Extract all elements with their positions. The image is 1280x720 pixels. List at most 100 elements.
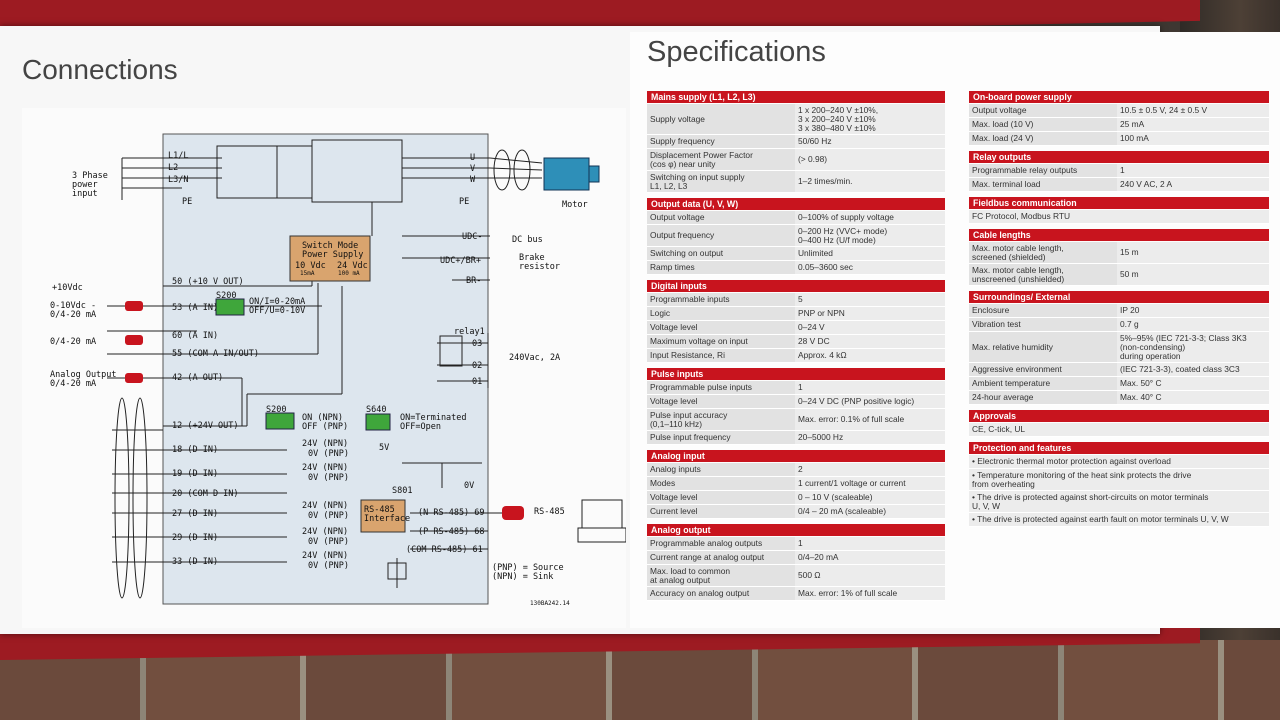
spec-key: Pulse input accuracy (0,1–110 kHz) <box>647 409 795 431</box>
spec-key: Programmable relay outputs <box>969 164 1117 178</box>
l1-label: L1/L <box>168 151 188 161</box>
spec-row: Displacement Power Factor (cos φ) near u… <box>647 149 945 171</box>
spec-value: • The drive is protected against earth f… <box>969 513 1269 527</box>
spec-key: Max. motor cable length, screened (shiel… <box>969 242 1117 264</box>
spec-row: • The drive is protected against short-c… <box>969 491 1269 513</box>
br-minus-label: BR- <box>466 276 481 286</box>
spec-section-title: Output data (U, V, W) <box>647 198 945 210</box>
smps-15ma: 15mA <box>300 270 315 277</box>
spec-key: Ambient temperature <box>969 377 1117 391</box>
udc-plus-label: UDC+/BR+ <box>440 256 481 266</box>
v-label: V <box>470 164 475 174</box>
pnp-29: 0V (PNP) <box>308 537 349 547</box>
spec-value: 50/60 Hz <box>795 135 945 149</box>
spec-value: PNP or NPN <box>795 307 945 321</box>
code-label: 130BA242.14 <box>530 600 570 607</box>
spec-value: 1 <box>795 381 945 395</box>
spec-value: 100 mA <box>1117 132 1269 146</box>
u-label: U <box>470 153 475 163</box>
spec-value: 0–100% of supply voltage <box>795 211 945 225</box>
spec-key: Output voltage <box>969 104 1117 118</box>
spec-section-title: Relay outputs <box>969 151 1269 163</box>
spec-value: 240 V AC, 2 A <box>1117 178 1269 192</box>
spec-value: 0–24 V <box>795 321 945 335</box>
spec-row: Aggressive environment(IEC 721-3-3), coa… <box>969 363 1269 377</box>
spec-value: 2 <box>795 463 945 477</box>
in54-label: 0/4-20 mA <box>50 337 96 347</box>
spec-value: 0–200 Hz (VVC+ mode) 0–400 Hz (U/f mode) <box>795 225 945 247</box>
t69-label: (N RS-485) 69 <box>418 508 485 518</box>
spec-key: Max. motor cable length, unscreened (uns… <box>969 264 1117 286</box>
spec-key: Enclosure <box>969 304 1117 318</box>
spec-section-title: Protection and features <box>969 442 1269 454</box>
spec-section-title: Cable lengths <box>969 229 1269 241</box>
t68-label: (P RS-485) 68 <box>418 527 485 537</box>
spec-value: Approx. 4 kΩ <box>795 349 945 363</box>
t55-label: 55 (COM A IN/OUT) <box>172 349 259 359</box>
t61-label: (COM RS-485) 61 <box>406 545 483 555</box>
w-label: W <box>470 175 476 185</box>
spec-key: Displacement Power Factor (cos φ) near u… <box>647 149 795 171</box>
spec-value: 0/4–20 mA <box>795 551 945 565</box>
relay-01: 01 <box>472 377 482 387</box>
spec-key: Supply frequency <box>647 135 795 149</box>
spec-key: Current level <box>647 505 795 519</box>
spec-key: Voltage level <box>647 491 795 505</box>
spec-section-title: Analog input <box>647 450 945 462</box>
spec-key: Voltage level <box>647 395 795 409</box>
spec-section-title: Mains supply (L1, L2, L3) <box>647 91 945 103</box>
spec-value: 28 V DC <box>795 335 945 349</box>
spec-value: 0 – 10 V (scaleable) <box>795 491 945 505</box>
spec-key: Pulse input frequency <box>647 431 795 445</box>
spec-value: 0.7 g <box>1117 318 1269 332</box>
spec-key: Aggressive environment <box>969 363 1117 377</box>
spec-section-title: Analog output <box>647 524 945 536</box>
spec-key: Programmable inputs <box>647 293 795 307</box>
t20-label: 20 (COM D IN) <box>172 489 239 499</box>
spec-key: Analog inputs <box>647 463 795 477</box>
spec-value: 0/4 – 20 mA (scaleable) <box>795 505 945 519</box>
spec-value: Max. error: 1% of full scale <box>795 587 945 601</box>
vac-label: 240Vac, 2A <box>509 353 560 363</box>
udc-minus-label: UDC- <box>462 232 482 242</box>
spec-value: 5 <box>795 293 945 307</box>
pe-right-label: PE <box>459 197 469 207</box>
spec-key: Logic <box>647 307 795 321</box>
specifications-title: Specifications <box>647 36 826 68</box>
source-sink-label: (PNP) = Source(NPN) = Sink <box>492 563 564 582</box>
spec-section-title: Surroundings/ External <box>969 291 1269 303</box>
v0-label: 0V <box>464 481 474 491</box>
spec-key: Maximum voltage on input <box>647 335 795 349</box>
spec-section-title: On-board power supply <box>969 91 1269 103</box>
spec-section-title: Fieldbus communication <box>969 197 1269 209</box>
pe-left-label: PE <box>182 197 192 207</box>
spec-value: 50 m <box>1117 264 1269 286</box>
s200b-label: S200 <box>266 405 286 415</box>
spec-key: Max. terminal load <box>969 178 1117 192</box>
pnp-18: 0V (PNP) <box>308 449 349 459</box>
s200a-label: S200 <box>216 291 236 301</box>
spec-key: Ramp times <box>647 261 795 275</box>
spec-row: Max. load (24 V)100 mA <box>969 132 1269 146</box>
npn-18: 24V (NPN) <box>302 439 348 449</box>
npn-29: 24V (NPN) <box>302 527 348 537</box>
t19-label: 19 (D IN) <box>172 469 218 479</box>
spec-value: (> 0.98) <box>795 149 945 171</box>
l2-label: L2 <box>168 163 178 173</box>
